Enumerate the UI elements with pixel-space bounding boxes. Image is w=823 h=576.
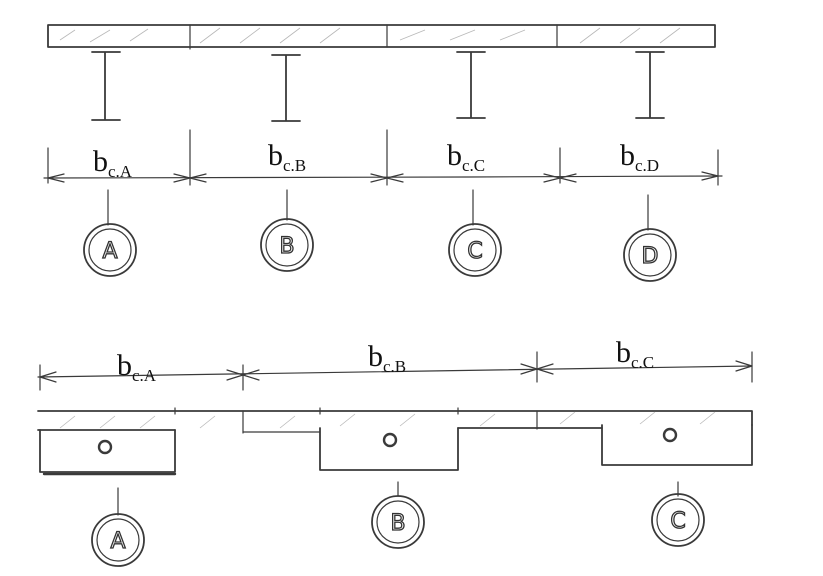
axis-marker-C-bottom: C <box>651 481 705 547</box>
dimension-label-bcB-top: bc.B <box>268 139 306 175</box>
dimension-label-bcD-top: bc.D <box>620 139 659 175</box>
bottom-concrete-webs <box>39 424 753 476</box>
svg-text:B: B <box>390 511 405 536</box>
bottom-axis-markers: A B C <box>91 481 705 567</box>
axis-marker-B-bottom: B <box>371 481 425 549</box>
dimension-label-bcC-top: bc.C <box>447 139 485 175</box>
axis-marker-D-top: D <box>623 194 677 282</box>
axis-marker-A-bottom: A <box>91 487 145 567</box>
top-slab <box>47 24 716 50</box>
svg-text:A: A <box>102 239 117 264</box>
svg-text:B: B <box>279 234 294 259</box>
dimension-label-bcC-bottom: bc.C <box>616 336 654 372</box>
svg-text:C: C <box>670 509 685 534</box>
svg-text:D: D <box>642 244 659 269</box>
axis-marker-A-top: A <box>83 189 137 277</box>
axis-marker-C-top: C <box>448 189 502 277</box>
top-dimension-line <box>43 129 723 186</box>
dimension-label-bcA-bottom: bc.A <box>117 349 157 385</box>
top-steel-beams <box>91 51 665 122</box>
top-axis-markers: A B C D <box>83 189 677 282</box>
axis-marker-B-top: B <box>260 189 314 272</box>
svg-text:A: A <box>110 529 125 554</box>
bottom-slab <box>37 407 753 434</box>
dimension-label-bcB-bottom: bc.B <box>368 340 406 376</box>
svg-text:C: C <box>467 239 482 264</box>
dimension-label-bcA-top: bc.A <box>93 145 133 181</box>
